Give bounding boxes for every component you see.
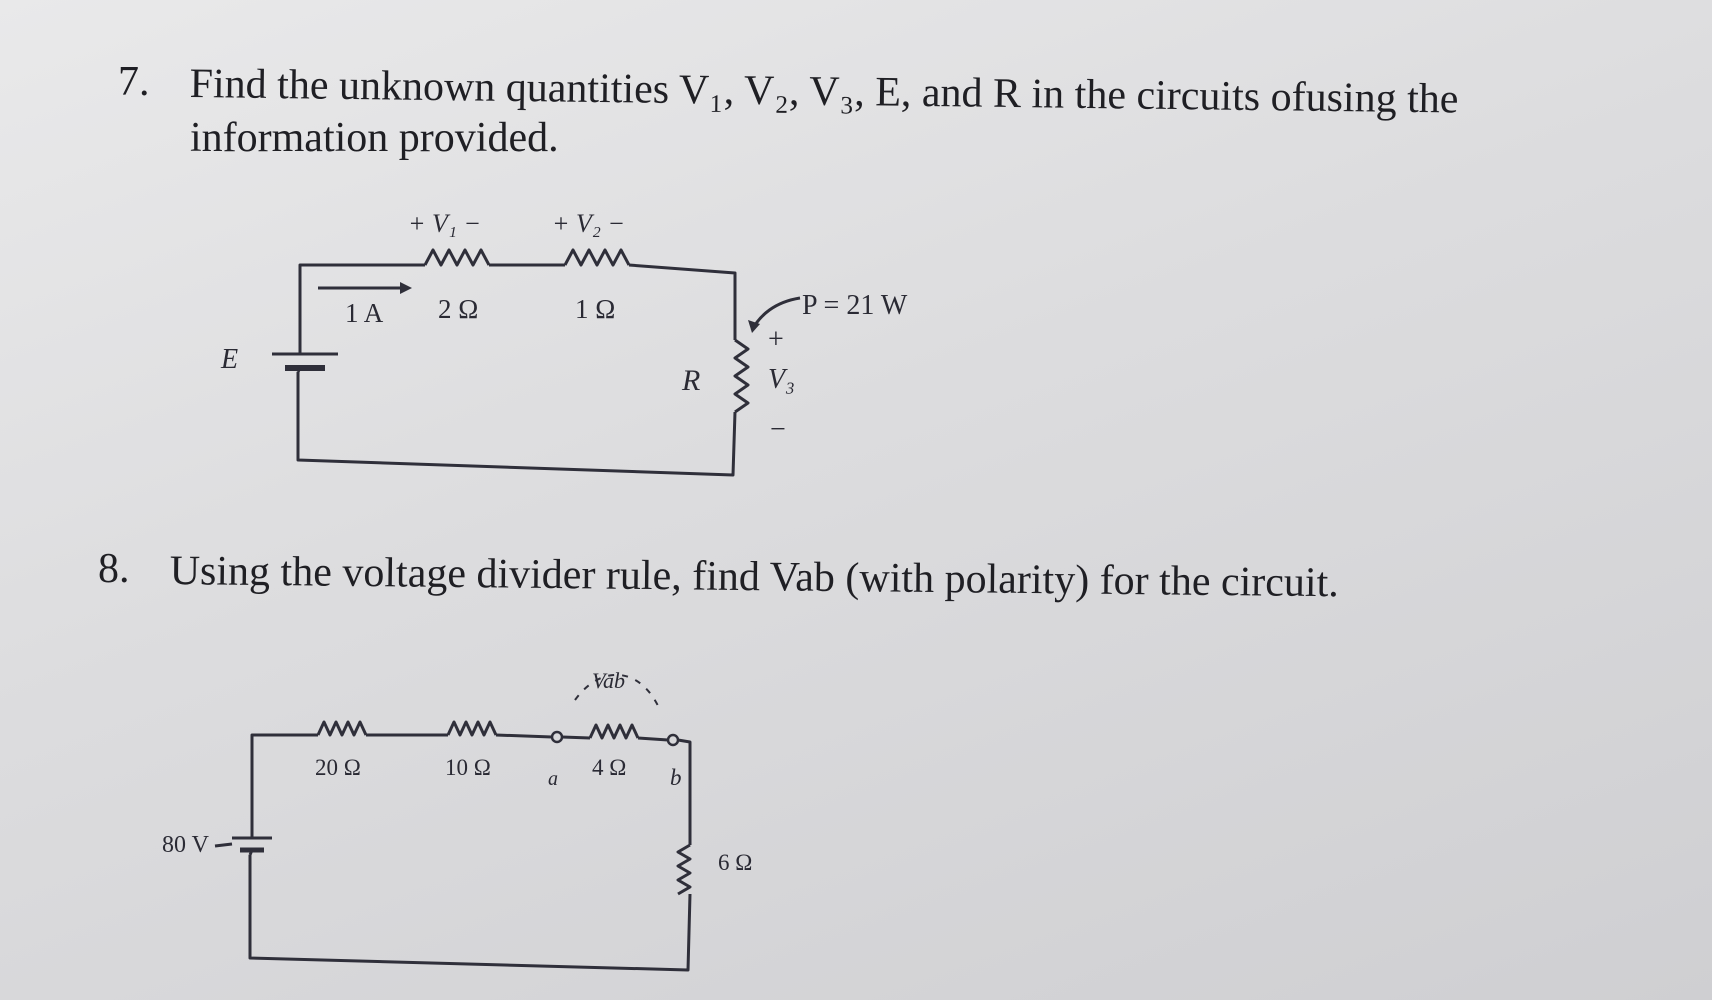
resistor-20-ohm bbox=[316, 720, 368, 737]
label-r1: 2 Ω bbox=[438, 294, 478, 324]
resistor-1-ohm bbox=[563, 248, 631, 267]
question-8-number: 8. bbox=[98, 546, 130, 592]
label-vab: Vab bbox=[592, 668, 625, 693]
terminal-a bbox=[550, 730, 564, 744]
label-r6: 6 Ω bbox=[718, 850, 752, 875]
wire-b-right bbox=[677, 738, 692, 845]
resistor-2-ohm bbox=[423, 248, 491, 267]
current-arrowhead bbox=[400, 282, 412, 294]
wire-4-to-b bbox=[637, 736, 669, 742]
resistor-r bbox=[733, 338, 750, 414]
wire-top-left bbox=[298, 263, 425, 340]
wire-left-top bbox=[250, 733, 318, 838]
wire-top-right bbox=[628, 263, 737, 340]
label-r4: 4 Ω bbox=[592, 755, 626, 780]
label-node-b: b bbox=[670, 765, 682, 790]
label-r: R bbox=[681, 364, 700, 397]
label-v3-plus: + bbox=[768, 324, 784, 355]
label-r20: 20 Ω bbox=[315, 755, 361, 780]
question-7-number: 7. bbox=[118, 59, 150, 105]
label-source-80v: 80 V bbox=[162, 832, 210, 858]
wire-right-bottom bbox=[296, 372, 737, 477]
wire-battery-link bbox=[248, 849, 254, 856]
label-v2: + V₂ − bbox=[552, 209, 625, 238]
question-7-text-line-2: information provided. bbox=[190, 115, 559, 161]
label-node-a: a bbox=[548, 768, 558, 790]
wire-a-to-4 bbox=[561, 735, 591, 740]
label-r10: 10 Ω bbox=[445, 755, 491, 780]
resistor-4-ohm bbox=[588, 723, 640, 740]
terminal-b bbox=[666, 733, 680, 747]
resistor-6-ohm bbox=[676, 843, 692, 896]
wire-battery-bottom bbox=[296, 367, 302, 373]
label-power: P = 21 W bbox=[802, 290, 908, 321]
label-r2: 1 Ω bbox=[575, 294, 615, 324]
label-v3-minus: − bbox=[770, 414, 786, 445]
label-v1: + V₁ − bbox=[408, 209, 481, 238]
label-v3: V₃ bbox=[768, 364, 795, 395]
power-pointer-head bbox=[748, 320, 760, 333]
battery-lead bbox=[214, 842, 233, 848]
wire-bottom bbox=[248, 855, 692, 972]
label-current: 1 A bbox=[345, 298, 384, 328]
wire-10-to-a bbox=[495, 733, 553, 739]
resistor-10-ohm bbox=[446, 720, 498, 737]
label-source-e: E bbox=[220, 344, 238, 375]
